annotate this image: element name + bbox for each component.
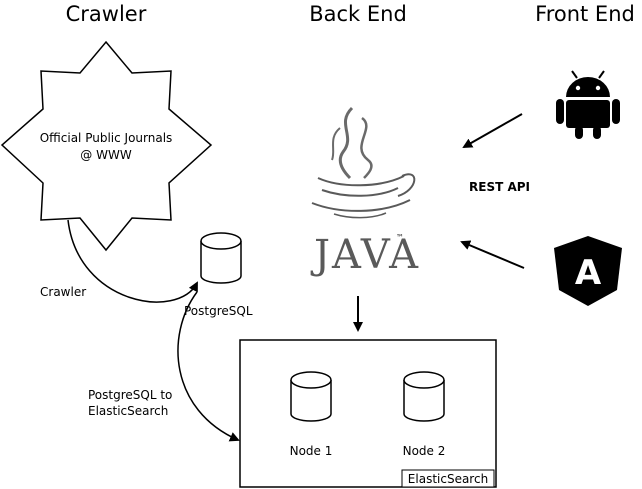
angular-to-backend-arrow xyxy=(460,240,525,269)
java-wordmark: JAVA xyxy=(310,232,420,278)
source-star-node: Official Public Journals @ WWW xyxy=(0,40,213,252)
android-icon xyxy=(556,70,620,139)
postgresql-label: PostgreSQL xyxy=(184,304,253,318)
database-cylinder-icon xyxy=(403,371,445,422)
elasticsearch-label-box xyxy=(401,469,495,488)
android-to-backend-arrow xyxy=(462,113,523,148)
database-cylinder-icon xyxy=(200,232,242,284)
pg-to-es-label-line2: ElasticSearch xyxy=(88,404,168,418)
database-cylinder-icon xyxy=(290,371,332,422)
star-shape xyxy=(0,40,213,252)
heading-front-end: Front End xyxy=(535,2,635,26)
pg-to-es-edge-arrow xyxy=(177,291,240,442)
angular-letter: A xyxy=(575,253,602,293)
crawler-edge-label: Crawler xyxy=(40,285,86,299)
elasticsearch-label: ElasticSearch xyxy=(408,472,488,486)
elasticsearch-box xyxy=(239,339,497,488)
node-1-label: Node 1 xyxy=(290,444,333,458)
angular-icon: A xyxy=(554,236,622,306)
pg-to-es-label-line1: PostgreSQL to xyxy=(88,388,172,402)
node-2-label: Node 2 xyxy=(403,444,446,458)
heading-crawler: Crawler xyxy=(66,2,147,26)
rest-api-label: REST API xyxy=(469,180,530,194)
heading-back-end: Back End xyxy=(309,2,407,26)
java-trademark: ™ xyxy=(396,233,404,242)
node-1: Node 1 xyxy=(290,371,333,458)
node-2: Node 2 xyxy=(403,371,446,458)
java-logo: JAVA ™ xyxy=(310,106,420,278)
elasticsearch-cluster: Node 1 Node 2 ElasticSearch xyxy=(239,339,497,488)
postgresql-database-node: PostgreSQL xyxy=(184,232,253,318)
source-label-line1: Official Public Journals xyxy=(40,131,173,145)
crawler-edge-arrow xyxy=(67,219,198,303)
source-label-line2: @ WWW xyxy=(80,148,132,162)
